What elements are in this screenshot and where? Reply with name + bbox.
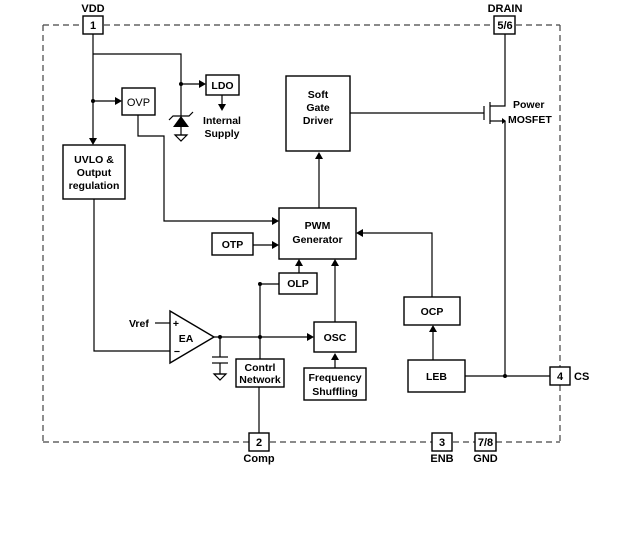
control-network-block: Contrl Network [235,358,285,388]
svg-text:Contrl: Contrl [245,362,276,374]
uvlo-block: UVLO & Output regulation [62,144,126,200]
svg-text:UVLO &: UVLO & [74,154,114,166]
pin-gnd-name: GND [473,453,498,465]
svg-text:regulation: regulation [69,180,120,192]
pin-comp: 2 Comp [243,432,275,465]
svg-text:OLP: OLP [287,278,309,290]
pin-cs-number: 4 [557,371,564,383]
osc-block: OSC [313,321,357,353]
pin-comp-number: 2 [256,437,262,449]
svg-text:Soft: Soft [308,89,329,101]
pin-enb-name: ENB [430,453,453,465]
power-mosfet-icon [483,34,506,376]
ovp-block: OVP [121,87,156,116]
pwm-generator-block: PWM Generator [278,207,357,260]
ldo-label: LDO [211,80,233,92]
power-mosfet-label: Power MOSFET [508,99,552,126]
pin-drain-name: DRAIN [488,3,523,15]
vref-label: Vref [129,318,149,330]
pin-cs: 4 CS [549,366,589,386]
pin-gnd: 7/8 GND [473,432,498,465]
svg-text:OTP: OTP [222,239,244,251]
svg-text:Driver: Driver [303,115,333,127]
ldo-block: LDO [205,74,240,96]
svg-text:LEB: LEB [426,371,447,383]
internal-supply-label: Internal Supply [203,115,241,140]
uvlo-to-ea-wire [93,199,170,352]
pin-cs-name: CS [574,371,589,383]
svg-text:PWM: PWM [305,220,331,232]
svg-text:Frequency: Frequency [308,372,361,384]
svg-text:Network: Network [239,374,281,386]
pin-vdd: VDD 1 [81,3,105,35]
ovp-label: OVP [127,97,150,109]
svg-text:−: − [174,346,180,358]
ocp-block: OCP [403,296,461,326]
pin-drain: DRAIN 5/6 [488,3,523,35]
olp-block: OLP [278,272,318,295]
ground-icon [173,134,189,142]
zener-diode-icon [168,111,194,135]
pin-enb-number: 3 [439,437,445,449]
pin-comp-name: Comp [243,453,274,465]
arrow-head [272,217,279,225]
soft-gate-driver-block: Soft Gate Driver [285,75,351,152]
svg-text:Power: Power [513,99,545,111]
error-amplifier: EA + − [169,309,216,365]
svg-text:OSC: OSC [324,332,347,344]
ground-icon [212,373,228,381]
svg-text:MOSFET: MOSFET [508,114,552,126]
otp-block: OTP [211,232,254,256]
svg-text:Shuffling: Shuffling [312,386,358,398]
svg-text:OCP: OCP [421,306,444,318]
chip-boundary [42,24,561,443]
frequency-shuffling-block: Frequency Shuffling [303,367,367,401]
svg-text:Supply: Supply [204,128,239,140]
svg-text:Gate: Gate [306,102,330,114]
pin-enb: 3 ENB [430,432,454,465]
pin-vdd-name: VDD [81,3,104,15]
ovp-to-pwm-wire [137,115,272,222]
svg-text:+: + [173,318,179,330]
vdd-wires [89,34,206,145]
svg-text:EA: EA [179,333,194,345]
pin-gnd-number: 7/8 [478,437,493,449]
pin-vdd-number: 1 [90,20,96,32]
svg-text:Output: Output [77,167,112,179]
capacitor-icon [212,337,228,374]
svg-text:Generator: Generator [292,234,342,246]
pin-drain-number: 5/6 [497,20,512,32]
svg-text:Internal: Internal [203,115,241,127]
leb-block: LEB [407,359,466,393]
